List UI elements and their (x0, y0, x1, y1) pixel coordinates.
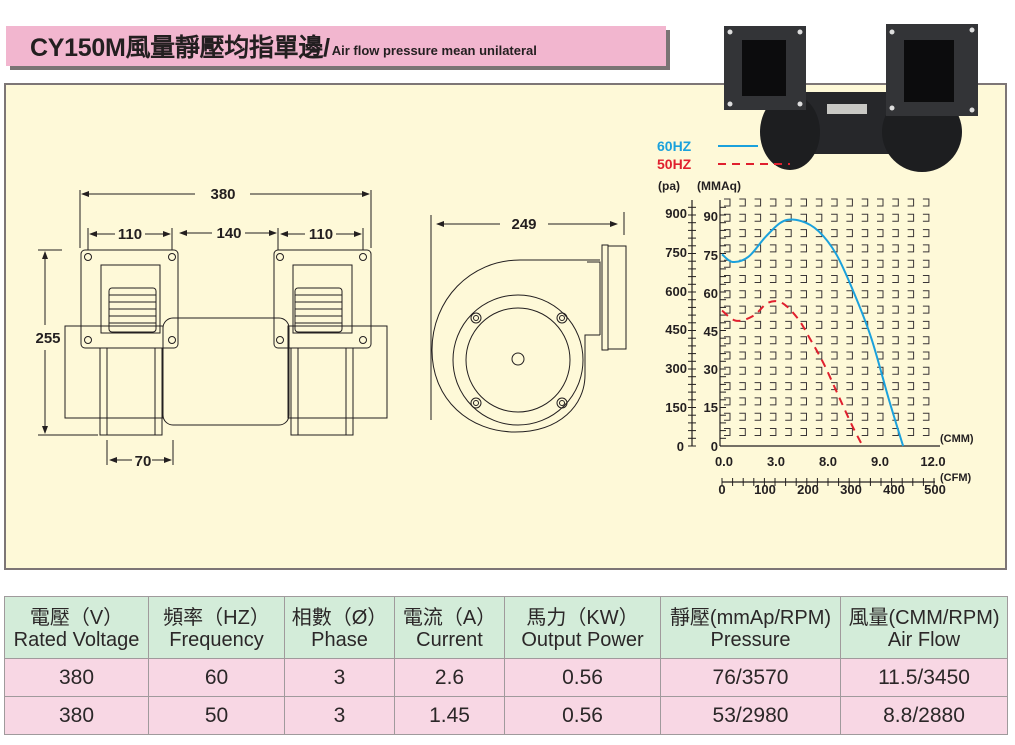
series-60hz-line (721, 218, 905, 447)
drawing-panel (4, 83, 1007, 570)
technical-drawing: 380 110 140 110 255 70 249 60HZ 50HZ (pa… (35, 138, 974, 497)
svg-text:500: 500 (924, 482, 946, 497)
header-current: 電流（A）Current (394, 596, 505, 659)
table-row: 380 50 3 1.45 0.56 53/2980 8.8/2880 (4, 696, 1008, 735)
svg-text:0: 0 (711, 439, 718, 454)
header-voltage: 電壓（V）Rated Voltage (4, 596, 149, 659)
svg-text:75: 75 (704, 248, 718, 263)
svg-text:750: 750 (665, 245, 687, 260)
title-banner: CY150M風量靜壓均指單邊/ Air flow pressure mean u… (6, 26, 666, 66)
page-subtitle: Air flow pressure mean unilateral (331, 42, 537, 58)
svg-text:150: 150 (665, 400, 687, 415)
dim-center-gap: 140 (216, 225, 241, 242)
product-photo (724, 24, 978, 172)
svg-text:30: 30 (704, 362, 718, 377)
svg-text:9.0: 9.0 (871, 454, 889, 469)
svg-text:45: 45 (704, 324, 718, 339)
dim-outlet-width: 70 (135, 453, 152, 470)
dim-left-flange: 110 (118, 226, 142, 243)
header-pressure: 靜壓(mmAp/RPM)Pressure (660, 596, 841, 659)
svg-text:15: 15 (704, 400, 718, 415)
svg-text:0: 0 (718, 482, 725, 497)
dim-height: 255 (35, 330, 60, 347)
svg-text:0: 0 (677, 439, 684, 454)
spec-table: 電壓（V）Rated Voltage 頻率（HZ）Frequency 相數（Ø）… (4, 596, 1008, 735)
svg-text:400: 400 (883, 482, 905, 497)
series-50hz-line (721, 300, 864, 447)
legend-50hz-label: 50HZ (657, 156, 692, 172)
svg-text:600: 600 (665, 284, 687, 299)
legend-60hz-label: 60HZ (657, 138, 692, 154)
y-axis-label-pa: (pa) (658, 179, 680, 193)
dim-right-flange: 110 (309, 226, 333, 243)
svg-text:450: 450 (665, 322, 687, 337)
header-air-flow: 風量(CMM/RPM)Air Flow (840, 596, 1008, 659)
header-frequency: 頻率（HZ）Frequency (148, 596, 285, 659)
svg-text:12.0: 12.0 (920, 454, 945, 469)
dim-depth: 249 (511, 216, 536, 233)
svg-text:60: 60 (704, 286, 718, 301)
svg-text:90: 90 (704, 209, 718, 224)
page-title: CY150M風量靜壓均指單邊/ (30, 34, 330, 62)
svg-text:900: 900 (665, 206, 687, 221)
svg-text:300: 300 (840, 482, 862, 497)
x-axis-label-cfm: (CFM) (940, 472, 971, 484)
y-axis-label-mmaq: (MMAq) (697, 179, 741, 193)
svg-text:100: 100 (754, 482, 776, 497)
svg-text:3.0: 3.0 (767, 454, 785, 469)
performance-chart: (pa) (MMAq) 900 750 600 450 300 150 0 90… (658, 179, 974, 497)
svg-text:0.0: 0.0 (715, 454, 733, 469)
header-phase: 相數（Ø）Phase (284, 596, 395, 659)
x-axis-label-cmm: (CMM) (940, 433, 974, 445)
svg-text:200: 200 (797, 482, 819, 497)
dim-overall-width: 380 (210, 186, 235, 203)
table-row: 380 60 3 2.6 0.56 76/3570 11.5/3450 (4, 658, 1008, 697)
svg-text:8.0: 8.0 (819, 454, 837, 469)
svg-text:300: 300 (665, 361, 687, 376)
header-output-power: 馬力（KW）Output Power (504, 596, 661, 659)
table-header-row: 電壓（V）Rated Voltage 頻率（HZ）Frequency 相數（Ø）… (4, 596, 1008, 659)
chart-legend: 60HZ 50HZ (657, 138, 790, 172)
